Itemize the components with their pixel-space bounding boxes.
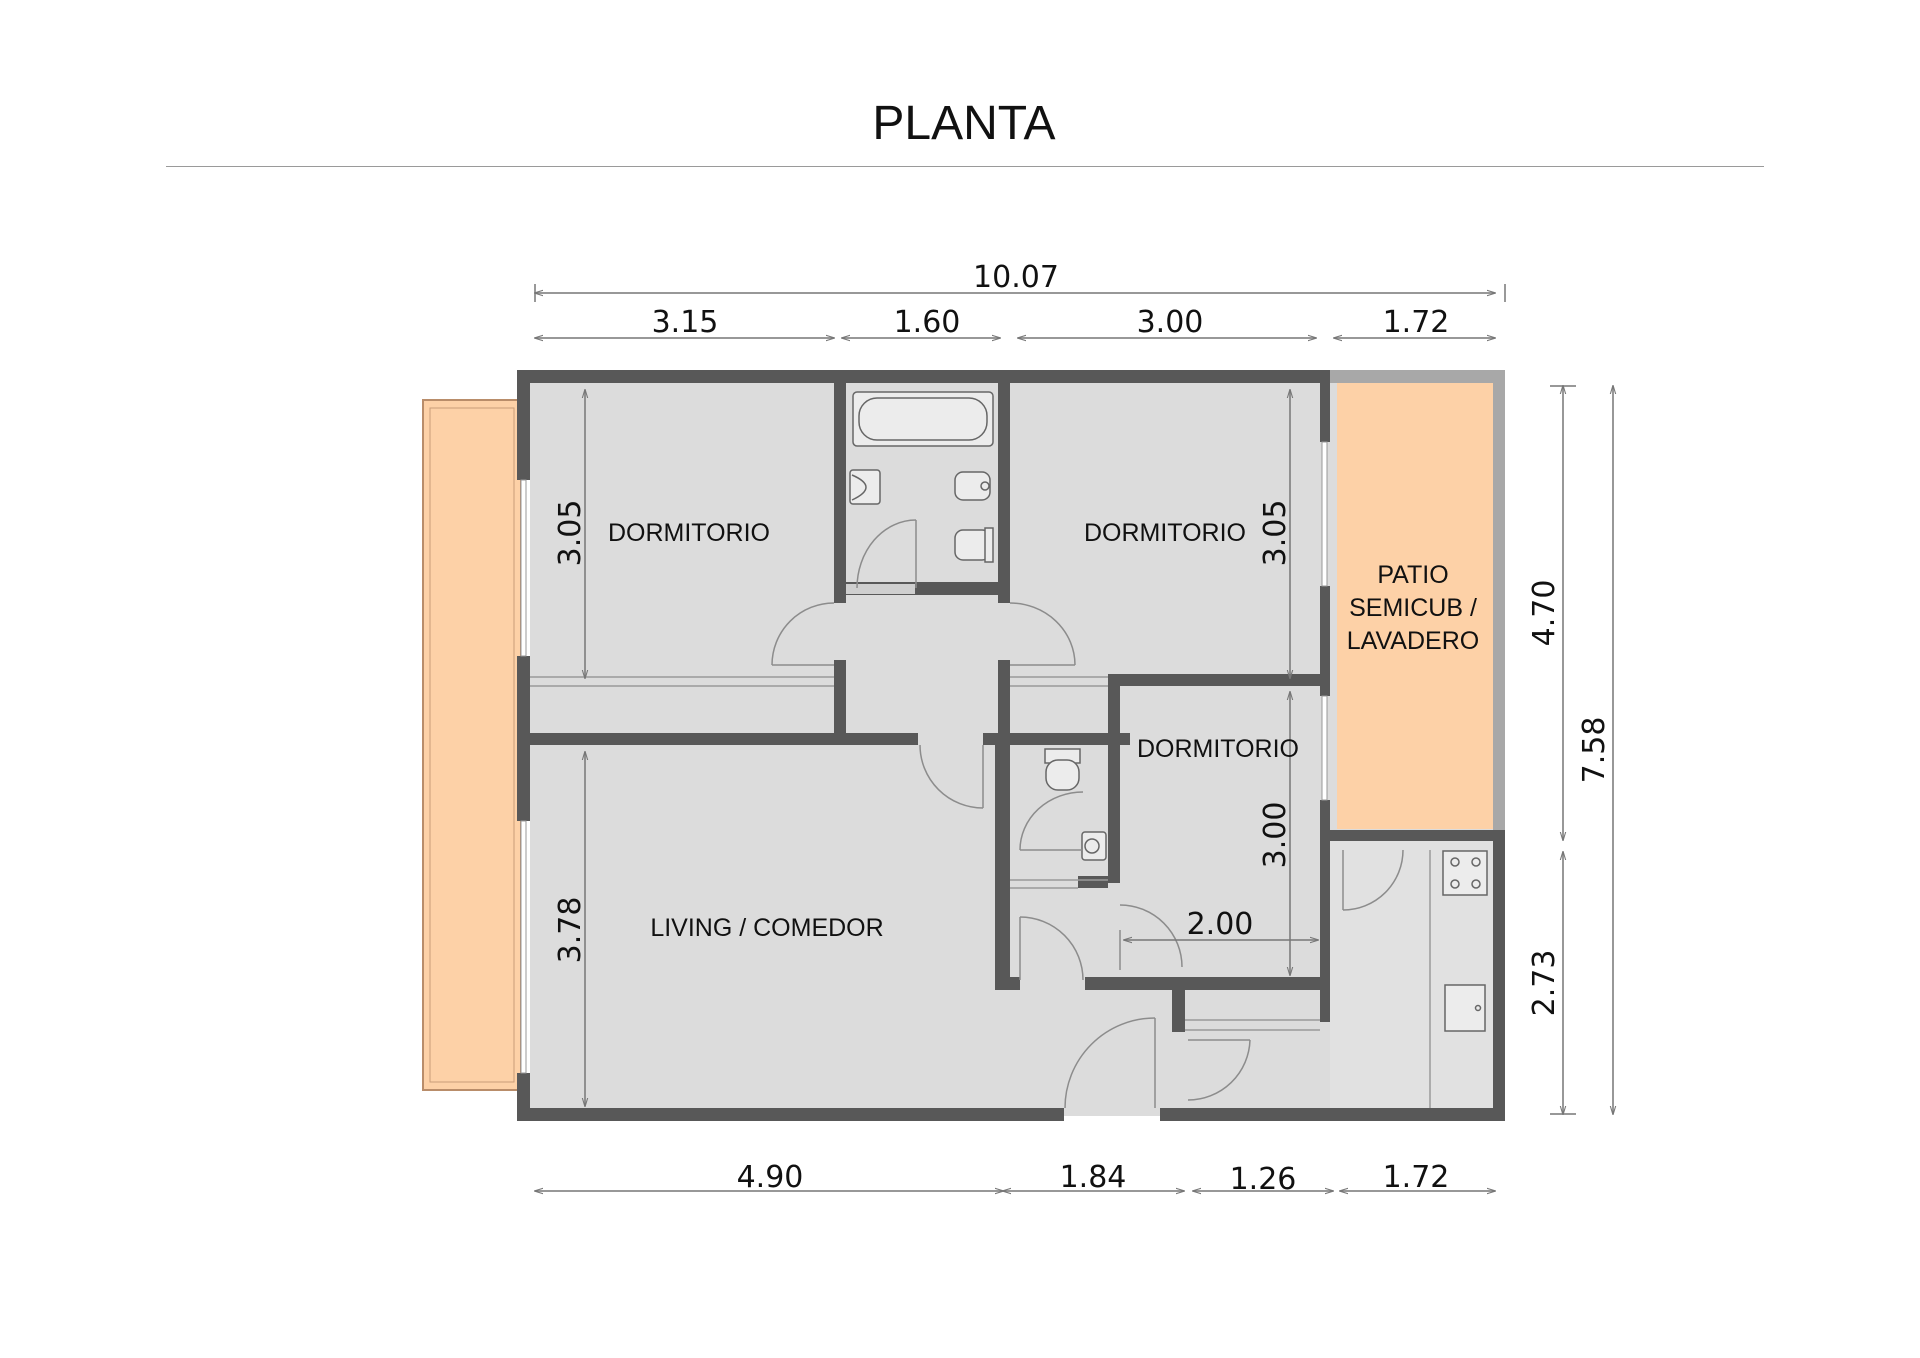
toilet-2: [1044, 748, 1081, 791]
toilet-1: [954, 527, 994, 563]
dim-top-4: 1.72: [1383, 305, 1450, 340]
washbasin-1: [849, 469, 881, 505]
dim-bedroom-3-width: 2.00: [1187, 907, 1254, 942]
dim-bottom-2: 1.84: [1060, 1160, 1127, 1195]
dim-bedroom-2-depth: 3.05: [1258, 500, 1293, 567]
dim-bottom-1: 4.90: [737, 1160, 804, 1195]
washbasin-2: [1081, 831, 1107, 861]
dim-top-1: 3.15: [652, 305, 719, 340]
dim-bottom-3: 1.26: [1230, 1162, 1297, 1197]
room-label-bedroom-2: DORMITORIO: [1084, 519, 1246, 547]
kitchen-sink: [1444, 984, 1486, 1032]
dim-right-upper: 4.70: [1527, 580, 1562, 647]
title-divider: [166, 166, 1764, 167]
dim-top-2: 1.60: [894, 305, 961, 340]
interior-dimensions: [585, 390, 1318, 1106]
room-label-bedroom-3: DORMITORIO: [1137, 735, 1299, 763]
dim-top-3: 3.00: [1137, 305, 1204, 340]
walls: [517, 370, 1505, 1121]
bidet: [954, 471, 991, 501]
interior-lines: [530, 676, 1431, 1108]
dim-right-lower: 2.73: [1527, 950, 1562, 1017]
dim-right-total: 7.58: [1577, 717, 1612, 784]
stove: [1442, 850, 1488, 896]
dim-bedroom-1-depth: 3.05: [553, 500, 588, 567]
dim-bedroom-3-depth: 3.00: [1258, 802, 1293, 869]
patio-lavadero: [1337, 383, 1493, 829]
dim-bottom-4: 1.72: [1383, 1160, 1450, 1195]
room-label-living: LIVING / COMEDOR: [650, 914, 883, 942]
doors: [771, 519, 1404, 1109]
exterior-dimensions: [535, 284, 1613, 1191]
room-label-patio-1: PATIO: [1377, 561, 1448, 589]
page-title: PLANTA: [872, 97, 1056, 150]
room-label-patio-3: LAVADERO: [1347, 627, 1479, 655]
room-label-bedroom-1: DORMITORIO: [608, 519, 770, 547]
room-label-patio-2: SEMICUB /: [1349, 594, 1477, 622]
dim-living-depth: 3.78: [553, 897, 588, 964]
bathtub: [852, 391, 994, 447]
title-dim-total: 10.07: [973, 260, 1059, 295]
